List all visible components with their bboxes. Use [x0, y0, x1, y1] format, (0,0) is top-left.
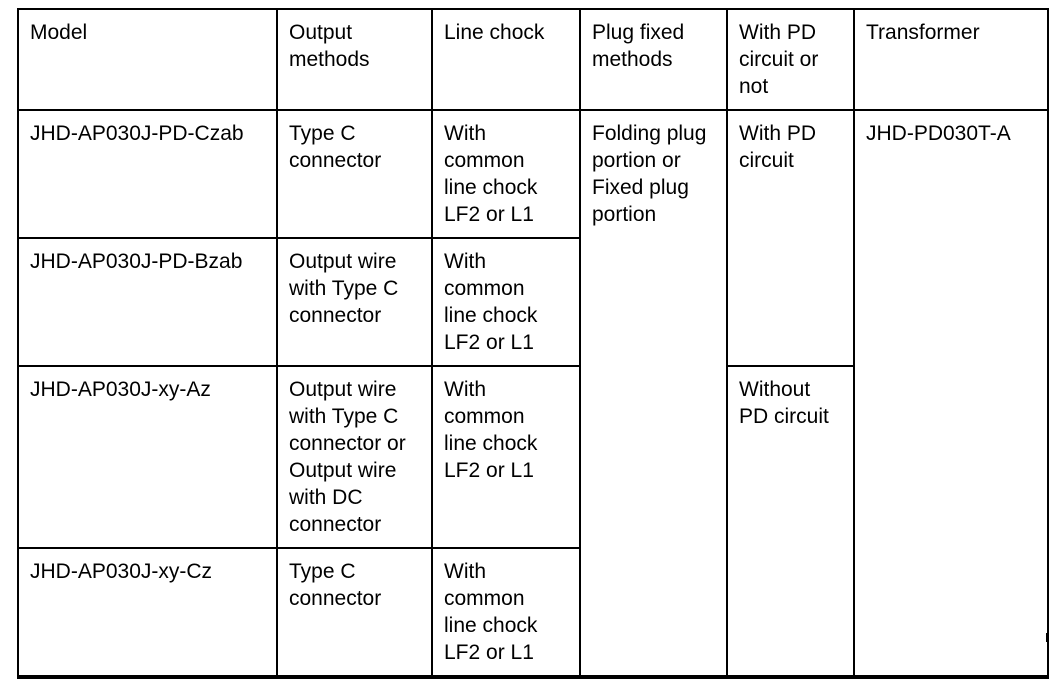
- cell-line-chock: With common line chock LF2 or L1: [431, 237, 581, 367]
- col-header-line-chock: Line chock: [431, 8, 581, 111]
- cell-line-chock: With common line chock LF2 or L1: [431, 109, 581, 239]
- cell-line-chock: With common line chock LF2 or L1: [431, 547, 581, 678]
- cell-model: JHD-AP030J-PD-Bzab: [17, 237, 278, 367]
- cell-model: JHD-AP030J-PD-Czab: [17, 109, 278, 239]
- col-header-transformer: Transformer: [853, 8, 1049, 111]
- cell-plug-fixed-methods-merged: Folding plug portion or Fixed plug porti…: [579, 109, 728, 678]
- col-header-output-methods: Output methods: [276, 8, 433, 111]
- cell-transformer-merged: JHD-PD030T-A: [853, 109, 1049, 678]
- cell-pd-with-circuit-merged: With PD circuit: [726, 109, 855, 367]
- product-spec-table: Model Output methods Line chock Plug fix…: [17, 8, 1049, 679]
- cell-pd-without-circuit-merged: Without PD circuit: [726, 365, 855, 678]
- cell-model: JHD-AP030J-xy-Cz: [17, 547, 278, 678]
- cell-line-chock: With common line chock LF2 or L1: [431, 365, 581, 549]
- col-header-pd-circuit: With PD circuit or not: [726, 8, 855, 111]
- table-row: JHD-AP030J-PD-Bzab Output wire with Type…: [17, 237, 1048, 367]
- header-row: Model Output methods Line chock Plug fix…: [17, 8, 1049, 111]
- cell-output-methods: Type C connector: [276, 547, 433, 678]
- table-right-border-tail: [1046, 633, 1048, 642]
- table-row: JHD-AP030J-PD-Czab Type C connector With…: [17, 109, 1049, 678]
- col-header-plug-fixed-methods: Plug fixed methods: [579, 8, 728, 111]
- cell-output-methods: Output wire with Type C connector or Out…: [276, 365, 433, 549]
- cell-model: JHD-AP030J-xy-Az: [17, 365, 278, 549]
- cell-output-methods: Output wire with Type C connector: [276, 237, 433, 367]
- cell-output-methods: Type C connector: [276, 109, 433, 239]
- col-header-model: Model: [17, 8, 278, 111]
